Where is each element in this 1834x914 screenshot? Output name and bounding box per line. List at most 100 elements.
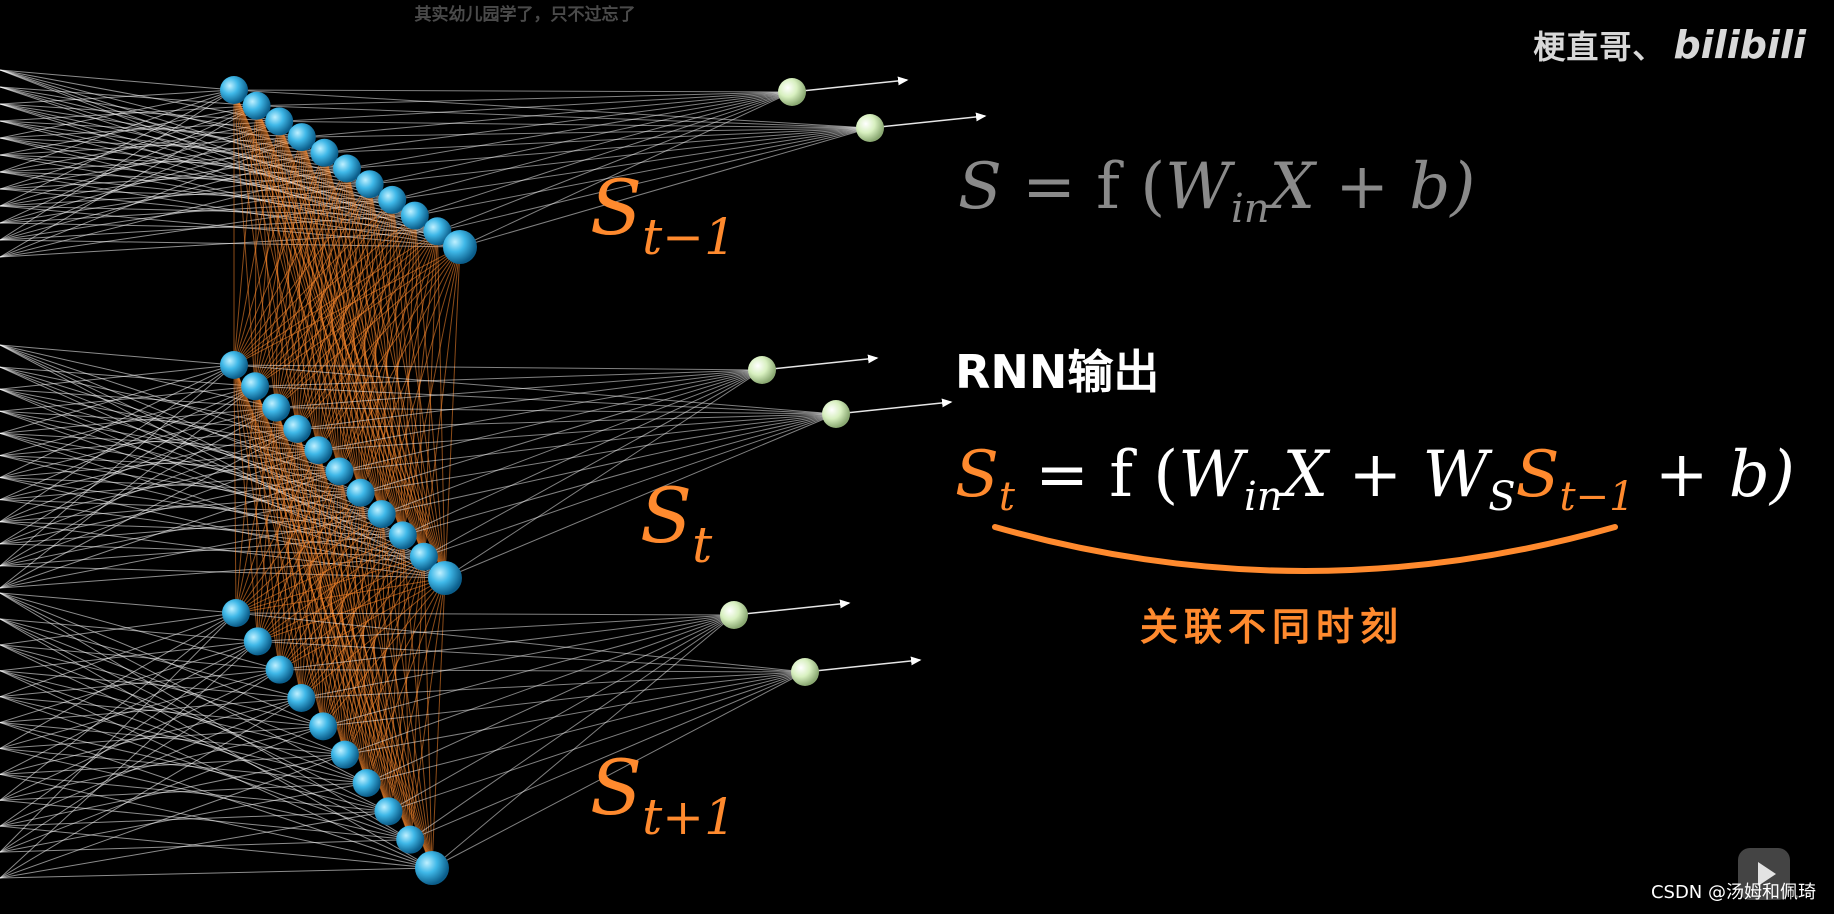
recurrent-edge	[275, 184, 371, 408]
output-edge	[279, 614, 735, 671]
input-edge	[0, 385, 256, 412]
recurrent-edge	[431, 577, 446, 869]
input-edge	[0, 669, 280, 698]
input-edge	[0, 366, 298, 430]
output-edge	[381, 413, 837, 515]
hidden-neuron	[222, 599, 250, 627]
equation-rnn: St = f (WinX + WSSt−1 + b)	[955, 438, 1795, 520]
recurrent-edge	[257, 577, 446, 642]
input-edge	[0, 747, 367, 784]
hidden-neuron	[333, 154, 361, 183]
output-edge	[402, 369, 763, 536]
eq-main-prev-sub: t−1	[1559, 474, 1635, 520]
recurrent-edge	[275, 246, 461, 408]
play-icon[interactable]	[1738, 848, 1790, 900]
recurrent-edge	[235, 428, 298, 614]
input-edge	[0, 492, 361, 523]
recurrent-edge	[233, 105, 258, 366]
output-edge	[346, 127, 871, 169]
recurrent-edge	[233, 89, 404, 536]
input-edge	[0, 799, 411, 841]
recurrent-edge	[322, 556, 425, 727]
recurrent-edge	[323, 152, 446, 579]
input-edge	[0, 867, 433, 879]
input-edge	[0, 120, 280, 139]
recurrent-edge	[275, 168, 348, 408]
recurrent-edge	[275, 230, 438, 408]
output-edge	[324, 127, 871, 154]
output-edge	[360, 369, 763, 494]
equation-underline-arc	[992, 524, 1618, 574]
input-edge	[0, 640, 259, 827]
recurrent-edge	[317, 215, 416, 451]
input-edge	[0, 773, 389, 812]
recurrent-edge	[279, 471, 340, 670]
eq-main-mid: X +	[1282, 438, 1423, 512]
output-edge	[344, 671, 806, 756]
input-edge	[0, 782, 367, 853]
eq-main-eq: = f (	[1014, 438, 1179, 512]
recurrent-edge	[235, 556, 425, 614]
recurrent-edge	[279, 428, 298, 670]
label-state-t-plus-1: St+1	[590, 750, 736, 843]
output-edge	[392, 127, 871, 201]
recurrent-edge	[317, 246, 461, 451]
hidden-neuron	[242, 91, 271, 120]
hidden-neuron	[355, 170, 384, 199]
input-edge	[0, 592, 411, 841]
state-symbol: S	[640, 471, 693, 560]
input-edge	[0, 640, 259, 879]
recurrent-edge	[233, 168, 348, 366]
recurrent-edge	[233, 89, 256, 387]
eq-main-lhs: S	[955, 438, 999, 512]
output-arrow	[835, 398, 953, 415]
output-edge	[423, 413, 837, 558]
hidden-neuron	[396, 825, 425, 854]
recurrent-edge	[300, 471, 340, 699]
hidden-neuron	[409, 542, 438, 571]
recurrent-edge	[322, 471, 340, 727]
equation-feedforward: S = f (WinX + b)	[958, 150, 1475, 232]
input-edge	[0, 89, 235, 207]
output-edge	[431, 671, 806, 869]
recurrent-edge	[235, 471, 340, 614]
output-arrow	[869, 112, 987, 129]
input-edge	[0, 120, 280, 241]
output-edge	[255, 385, 837, 415]
recurrent-edge	[296, 199, 393, 430]
recurrent-edge	[360, 492, 389, 812]
output-edge	[388, 671, 806, 812]
output-edge	[276, 369, 763, 409]
input-edge	[0, 722, 345, 756]
hidden-neuron	[287, 123, 316, 152]
recurrent-edge	[254, 168, 348, 387]
recurrent-edge	[257, 428, 298, 642]
input-edge	[0, 612, 237, 749]
uploader-name: 梗直哥、	[1533, 28, 1666, 66]
input-edge	[0, 120, 280, 207]
input-edge	[0, 344, 446, 579]
output-edge	[297, 369, 763, 430]
recurrent-edge	[254, 215, 416, 387]
recurrent-edge	[301, 577, 446, 699]
input-edge	[0, 388, 319, 451]
output-edge	[318, 369, 763, 451]
eq-main-win: W	[1178, 438, 1245, 512]
output-neuron	[778, 78, 806, 106]
output-edge	[301, 614, 735, 699]
neuron-nodes	[220, 76, 884, 885]
hidden-neuron	[400, 201, 429, 230]
output-edge	[322, 614, 735, 727]
output-edge	[297, 413, 837, 430]
recurrent-edge	[409, 556, 425, 840]
input-edge	[0, 344, 404, 536]
input-edge	[0, 89, 235, 139]
hidden-neuron	[367, 500, 396, 529]
input-connections	[0, 69, 461, 879]
input-edge	[0, 120, 280, 173]
recurrent-edge	[257, 534, 404, 642]
recurrent-edge	[344, 492, 362, 755]
input-edge	[0, 669, 280, 749]
output-neuron	[720, 601, 748, 629]
output-arrow	[804, 656, 922, 673]
